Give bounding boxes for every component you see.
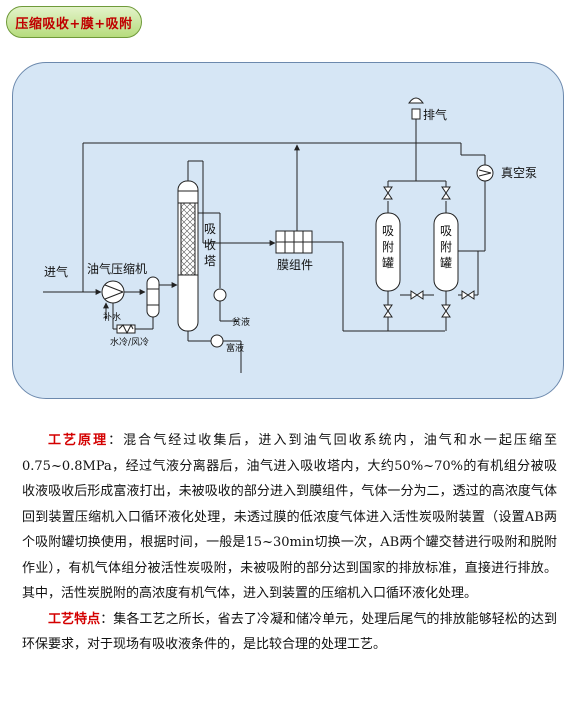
process-flow-diagram: 进气 油气压缩机 补水 水冷/风冷 吸收塔 贫液 富液 膜组件 吸附罐 吸附罐 … xyxy=(12,62,564,399)
label-tank-a: 吸附罐 xyxy=(381,224,394,270)
label-tank-b: 吸附罐 xyxy=(439,224,452,270)
label-lean-liquid: 贫液 xyxy=(232,318,251,328)
principle-paragraph: 工艺原理：混合气经过收集后，进入到油气回收系统内，油气和水一起压缩至0.75~0… xyxy=(22,428,557,607)
label-makeup-water: 补水 xyxy=(103,313,122,323)
label-absorber: 吸收塔 xyxy=(203,222,216,268)
label-inlet: 进气 xyxy=(44,265,69,279)
label-vacuum-pump: 真空泵 xyxy=(501,166,538,180)
process-flow-lines xyxy=(43,97,494,373)
separator-vessel xyxy=(146,276,160,318)
label-membrane: 膜组件 xyxy=(277,258,314,272)
features-text: ：集各工艺之所长，省去了冷凝和储冷单元，处理后尾气的排放能够轻松的达到环保要求，… xyxy=(22,611,557,653)
features-label: 工艺特点 xyxy=(48,611,101,627)
section-title-badge: 压缩吸收+膜+吸附 xyxy=(6,6,142,38)
section-title: 压缩吸收+膜+吸附 xyxy=(15,16,133,32)
label-compressor: 油气压缩机 xyxy=(87,262,148,276)
label-cooling: 水冷/风冷 xyxy=(110,338,150,348)
description-text: 工艺原理：混合气经过收集后，进入到油气回收系统内，油气和水一起压缩至0.75~0… xyxy=(22,428,557,658)
lean-liquid-pump xyxy=(213,288,227,302)
label-exhaust: 排气 xyxy=(423,108,448,122)
rich-liquid-pump xyxy=(210,334,224,348)
label-rich-liquid: 富液 xyxy=(226,344,245,354)
features-paragraph: 工艺特点：集各工艺之所长，省去了冷凝和储冷单元，处理后尾气的排放能够轻松的达到环… xyxy=(22,607,557,658)
compressor-symbol xyxy=(101,280,125,304)
cooler-symbol xyxy=(116,324,136,334)
principle-label: 工艺原理 xyxy=(48,433,109,448)
principle-text: ：混合气经过收集后，进入到油气回收系统内，油气和水一起压缩至0.75~0.8MP… xyxy=(22,433,557,601)
exhaust-stack xyxy=(411,108,421,120)
